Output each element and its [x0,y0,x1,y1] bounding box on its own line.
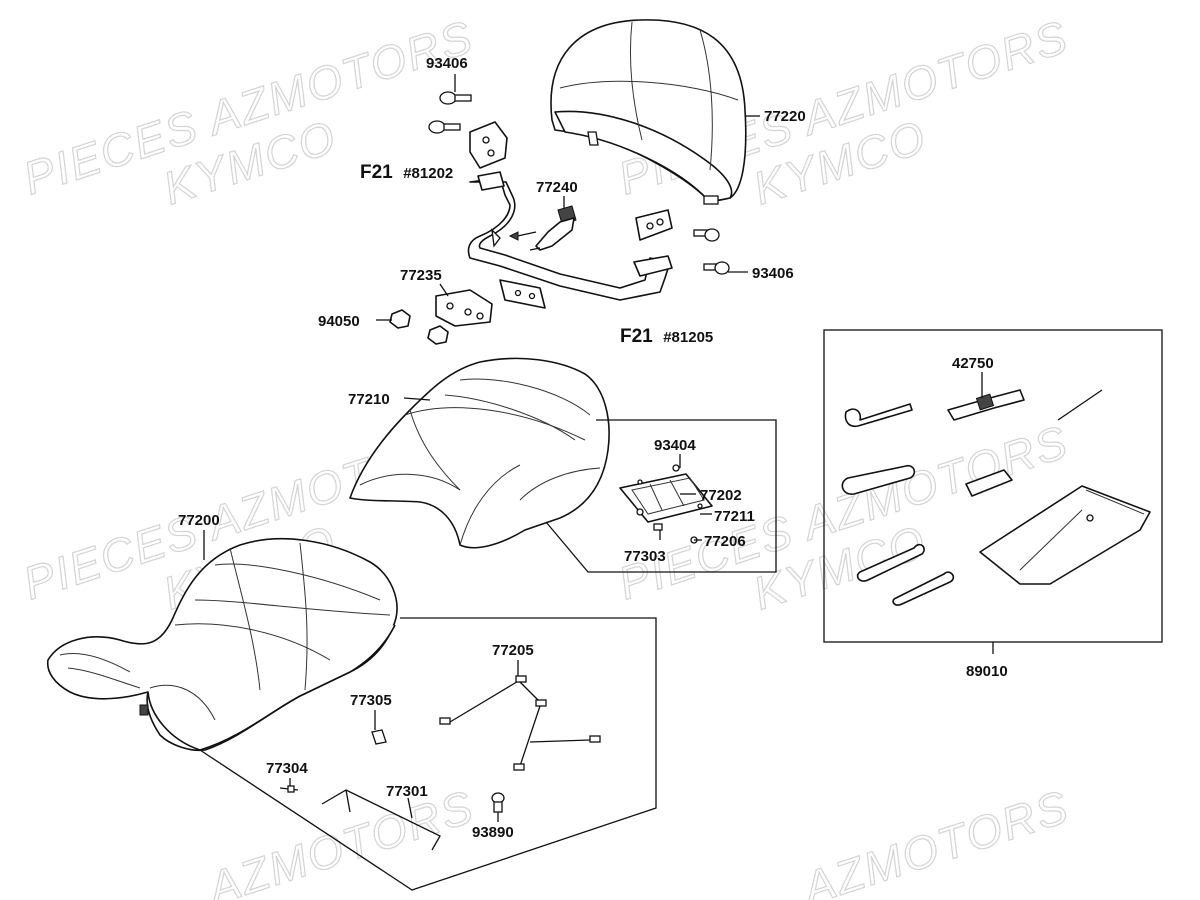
reference-81202-code: #81202 [403,165,453,182]
reference-81205-prefix: F21 [620,326,653,347]
rider-seat [46,537,398,752]
part-number-93890: 93890 [472,824,514,841]
part-number-77304: 77304 [266,760,308,777]
part-number-89010: 89010 [966,663,1008,680]
backrest-frame [467,171,673,309]
part-number-77206: 77206 [704,533,746,550]
part-number-93404: 93404 [654,437,696,454]
part-number-94050: 94050 [318,313,360,330]
part-number-77303: 77303 [624,548,666,565]
rider-seat-kit-box [199,617,657,891]
passenger-seat [349,357,610,549]
part-number-77210: 77210 [348,391,390,408]
adjuster-knob [508,205,577,251]
bracket-top [469,121,508,169]
bolt-pair-top [428,91,472,134]
part-number-77305: 77305 [350,692,392,709]
part-number-77205: 77205 [492,642,534,659]
part-number-77301: 77301 [386,783,428,800]
part-number-93406-right: 93406 [752,265,794,282]
part-labels: 93406 77220 F21 #81202 77240 77235 93406… [178,55,1008,841]
nut-pair [389,309,449,345]
part-number-77211: 77211 [714,508,755,525]
tool-kit-box [823,329,1163,654]
part-number-77220: 77220 [764,108,806,125]
backrest [550,19,747,205]
part-number-77200: 77200 [178,512,220,529]
watermark-text: AZMOTORS [794,780,1075,900]
reference-81202-prefix: F21 [360,162,393,183]
leader-lines [203,74,760,822]
hinge-plate [435,289,493,327]
part-number-77240: 77240 [536,179,578,196]
part-number-77202: 77202 [700,487,742,504]
reference-81205-code: #81205 [663,329,713,346]
part-number-42750: 42750 [952,355,994,372]
part-number-77235: 77235 [400,267,442,284]
part-number-93406-top: 93406 [426,55,468,72]
bracket-right [635,209,673,241]
reference-81202: F21 #81202 [360,162,453,183]
passenger-seat-kit-box [545,419,777,573]
bolt-pair-right [693,228,730,275]
reference-81205: F21 #81205 [620,326,713,347]
